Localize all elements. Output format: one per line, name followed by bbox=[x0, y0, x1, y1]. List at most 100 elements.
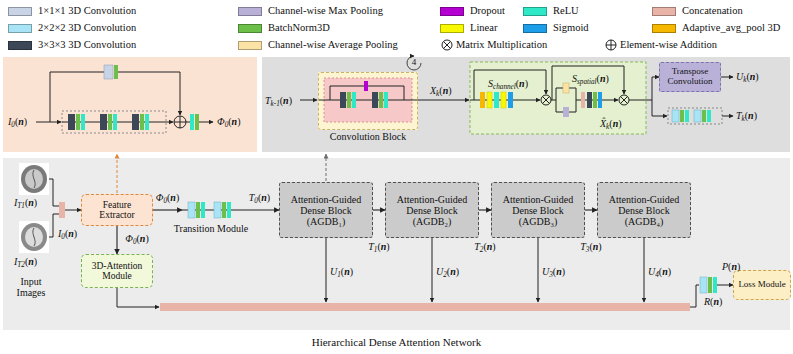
signal-label: ( bbox=[65, 228, 68, 239]
layer-tile bbox=[480, 92, 485, 108]
dense-block-detail bbox=[629, 77, 659, 100]
attention-map-label: Sspatial(n) bbox=[572, 73, 609, 87]
layer-tile bbox=[713, 277, 717, 293]
layer-tile bbox=[340, 92, 346, 108]
signal-label: I bbox=[58, 228, 61, 239]
legend-text: 3×3×3 3D Convolution bbox=[38, 39, 136, 51]
input-image-label: I bbox=[14, 197, 17, 208]
signal-label: n bbox=[232, 116, 238, 127]
legend-swatch bbox=[8, 24, 32, 33]
layer-tile bbox=[487, 92, 492, 108]
signal-label: I0(n) bbox=[58, 228, 77, 242]
edge-label: ( bbox=[377, 241, 380, 252]
signal-label: 0 bbox=[225, 121, 229, 129]
signal-label: ) bbox=[618, 118, 621, 129]
edge-label: T3(n) bbox=[580, 241, 601, 255]
legend-text: Dropout bbox=[470, 5, 505, 17]
network-wire bbox=[326, 238, 327, 302]
signal-label: ( bbox=[746, 71, 749, 82]
edge-label: T bbox=[368, 241, 374, 252]
signal-label: ( bbox=[280, 95, 283, 106]
input-image-label: IT2(n) bbox=[14, 256, 37, 270]
signal-label: n bbox=[18, 116, 24, 127]
network-wire bbox=[49, 214, 59, 237]
signal-label: Tk-1(n) bbox=[265, 95, 292, 109]
signal-label: Uk(n) bbox=[736, 71, 759, 85]
layer-tile bbox=[372, 92, 378, 108]
edge-label: n bbox=[170, 192, 176, 203]
connector-arrow bbox=[153, 209, 182, 210]
attention-map-label: ( bbox=[597, 73, 600, 84]
mri-slice bbox=[21, 165, 47, 193]
layer-tile bbox=[593, 92, 597, 108]
network-wire bbox=[49, 179, 59, 206]
signal-label: T bbox=[265, 95, 271, 106]
connector-arrow bbox=[373, 209, 385, 210]
signal-label: R bbox=[704, 296, 710, 307]
signal-label: U bbox=[542, 266, 549, 277]
signal-label: n bbox=[662, 266, 668, 277]
network-wire bbox=[644, 238, 645, 302]
signal-label: ) bbox=[448, 85, 451, 96]
connector-arrow bbox=[116, 226, 117, 254]
legend-text: Sigmoid bbox=[553, 22, 589, 34]
network-wire bbox=[432, 238, 433, 302]
network-wire bbox=[49, 154, 733, 307]
layer-tile bbox=[700, 277, 707, 293]
signal-label: k bbox=[743, 76, 746, 84]
signal-label: n bbox=[556, 266, 562, 277]
edge-label: ) bbox=[145, 233, 148, 244]
dense-block-detail bbox=[470, 62, 646, 134]
signal-label: P bbox=[722, 261, 728, 272]
dense-block: Attention-Guided Dense Block (AGDB₄) bbox=[597, 182, 691, 238]
legend-text: Matrix Multiplication bbox=[456, 39, 547, 51]
edge-label: 0 bbox=[163, 197, 167, 205]
edge-label: 2 bbox=[480, 246, 484, 254]
node-text: 3D-Attention Module bbox=[86, 261, 148, 282]
legend-symbol bbox=[442, 40, 616, 50]
network-wire bbox=[65, 210, 81, 211]
layer-tile bbox=[347, 92, 351, 108]
layer-tile bbox=[563, 83, 569, 93]
layer-tile bbox=[81, 114, 85, 130]
layer-tile bbox=[68, 65, 199, 130]
input-image-label: ( bbox=[25, 256, 28, 267]
layer-tile bbox=[702, 110, 706, 122]
legend-symbol bbox=[442, 40, 452, 50]
edge-label: ( bbox=[167, 192, 170, 203]
transpose-convolution-box: Transpose Convolution bbox=[659, 62, 721, 92]
dense-block: Attention-Guided Dense Block (AGDB₁) bbox=[279, 182, 373, 238]
edge-label: T bbox=[474, 241, 480, 252]
layer-tile bbox=[104, 65, 113, 79]
dense-block: Attention-Guided Dense Block (AGDB₃) bbox=[491, 182, 585, 238]
edge-label: n bbox=[593, 241, 599, 252]
feature-extractor-detail bbox=[174, 116, 186, 128]
layer-tile bbox=[501, 92, 506, 108]
signal-label: ) bbox=[350, 266, 353, 277]
edge-label: ) bbox=[492, 241, 495, 252]
feature-extractor-detail bbox=[199, 122, 213, 123]
node-text: Attention-Guided Dense Block (AGDB₄) bbox=[602, 194, 686, 227]
connector-arrow bbox=[479, 209, 491, 210]
dense-block-detail bbox=[668, 108, 722, 124]
node-heading: Convolution Block bbox=[330, 131, 406, 142]
signal-label: n bbox=[344, 266, 350, 277]
layer-tile bbox=[672, 110, 679, 122]
dense-block-detail bbox=[407, 56, 421, 70]
layer-tile bbox=[694, 110, 701, 122]
layer-tile bbox=[364, 81, 368, 91]
layer-tile bbox=[76, 114, 80, 130]
input-image-label: n bbox=[28, 197, 34, 208]
feature-extractor-detail bbox=[174, 116, 186, 128]
signal-label: ) bbox=[754, 110, 757, 121]
mri-slice bbox=[19, 221, 49, 253]
legend-text: Concatenation bbox=[682, 5, 743, 17]
edge-label: ) bbox=[176, 192, 179, 203]
dense-block-detail bbox=[300, 100, 317, 101]
signal-label: 2 bbox=[443, 271, 447, 279]
edge-label: Φ bbox=[125, 233, 133, 244]
edge-label: 0 bbox=[133, 238, 137, 246]
signal-label: T bbox=[736, 110, 742, 121]
